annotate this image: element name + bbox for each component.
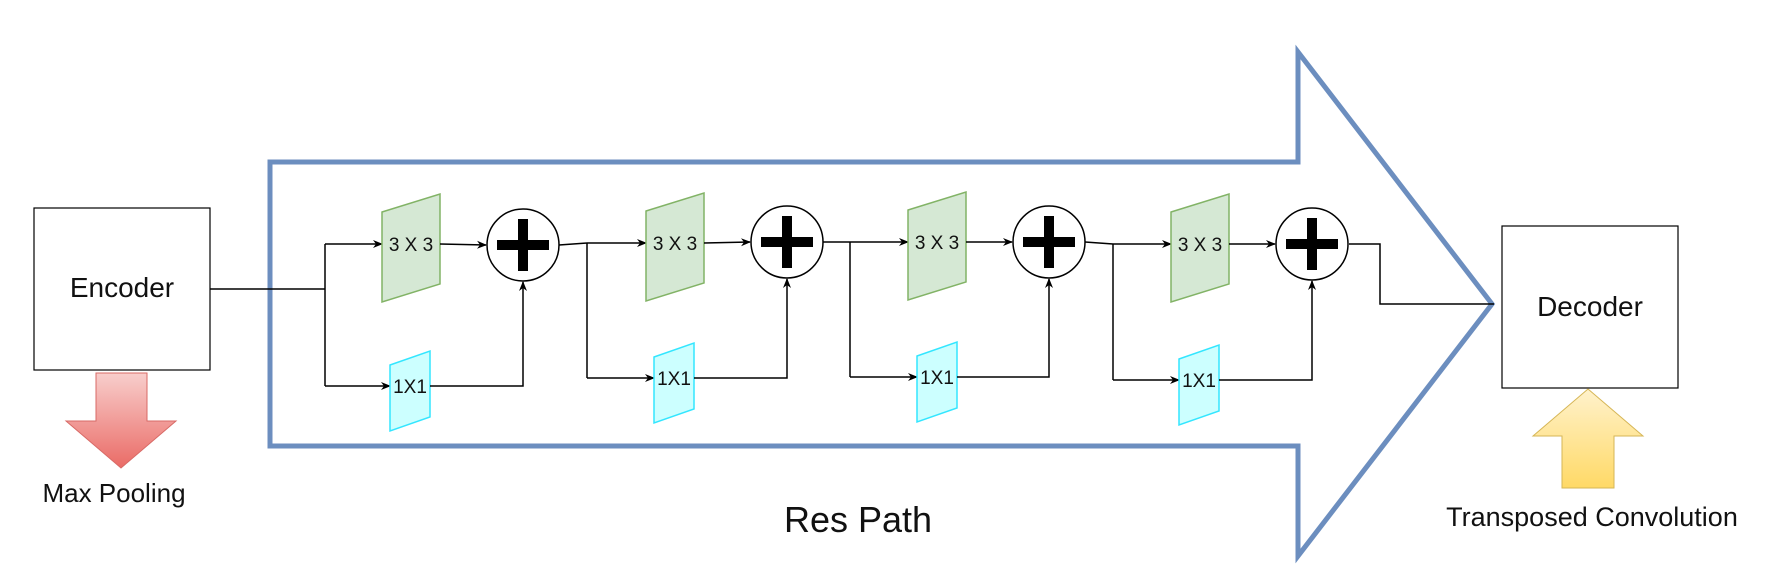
conv-3x3-label: 3 X 3 <box>1178 235 1222 256</box>
add-operator-icon <box>1275 207 1349 281</box>
add-operator-icon <box>750 205 824 279</box>
encoder-block: Encoder <box>33 207 211 371</box>
conv-3x3-label: 3 X 3 <box>915 233 959 254</box>
add-operator-icon <box>486 208 560 282</box>
residual-block: 3 X 3 1X1 <box>558 191 824 425</box>
shortcut-arrow <box>430 281 527 387</box>
conv-1x1-block <box>653 341 695 425</box>
res-path-arrow-outline <box>267 44 1496 564</box>
conv-1x1-label: 1X1 <box>920 368 954 389</box>
decoder-label: Decoder <box>1537 291 1643 322</box>
block-link-wire <box>558 242 588 246</box>
conv-1x1-label: 1X1 <box>393 377 427 398</box>
block-link-wire <box>1084 241 1114 245</box>
max-pooling-label: Max Pooling <box>42 478 185 508</box>
conv-3x3-block <box>1170 192 1230 304</box>
max-pooling-arrow-icon <box>64 372 178 469</box>
encoder-label: Encoder <box>70 272 174 303</box>
add-operator-icon <box>1012 205 1086 279</box>
conv-3x3-block <box>381 192 441 304</box>
conv-3x3-block <box>907 190 967 302</box>
conv-1x1-block <box>389 349 431 433</box>
conv-3x3-label: 3 X 3 <box>653 234 697 255</box>
transposed-convolution-label: Transposed Convolution <box>1446 502 1738 532</box>
conv3-output-arrow <box>703 238 751 247</box>
decoder-box <box>1501 225 1679 389</box>
conv-1x1-label: 1X1 <box>657 369 691 390</box>
conv3-output-arrow <box>439 240 487 249</box>
residual-block: 3 X 3 1X1 <box>1084 192 1349 427</box>
conv-3x3-block <box>645 191 705 303</box>
res-path-label: Res Path <box>784 499 932 540</box>
transposed-convolution-arrow-icon <box>1531 388 1645 489</box>
conv-3x3-label: 3 X 3 <box>389 235 433 256</box>
decoder-block: Decoder <box>1501 225 1679 389</box>
shortcut-arrow <box>694 278 791 379</box>
conv-1x1-block <box>916 340 958 424</box>
residual-blocks: 3 X 3 1X1 3 X 3 1X1 3 X 3 1X1 3 X 3 1X1 <box>324 190 1349 433</box>
encoder-box <box>33 207 211 371</box>
shortcut-arrow <box>957 278 1053 378</box>
conv-1x1-block <box>1178 343 1220 427</box>
conv-1x1-label: 1X1 <box>1182 371 1216 392</box>
residual-block: 3 X 3 1X1 <box>324 192 560 433</box>
residual-block: 3 X 3 1X1 <box>823 190 1086 424</box>
shortcut-arrow <box>1219 280 1316 381</box>
res-path-output-wire <box>1349 243 1494 305</box>
